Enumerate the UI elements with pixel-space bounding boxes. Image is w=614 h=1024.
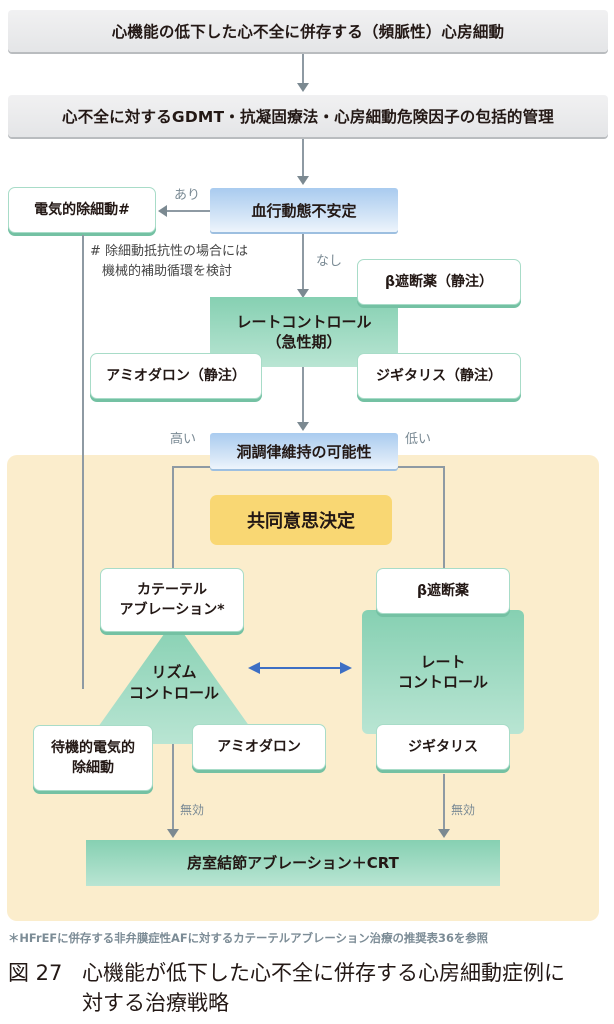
connector-line bbox=[302, 234, 304, 290]
cardioversion-note: # 除細動抵抗性の場合には 機械的補助循環を検討 bbox=[90, 242, 248, 282]
catheter-ablation-line1: カテーテル bbox=[136, 581, 207, 598]
standby-cardioversion-box: 待機的電気的 除細動 bbox=[33, 725, 153, 791]
rhythm-control-label: リズム コントロール bbox=[104, 662, 244, 704]
sinus-rhythm-likelihood-box: 洞調律維持の可能性 bbox=[210, 433, 398, 469]
cardioversion-note-line1: # 除細動抵抗性の場合には bbox=[90, 244, 249, 259]
label-no: なし bbox=[316, 254, 343, 269]
av-node-ablation-text: 房室結節アブレーション＋CRT bbox=[187, 853, 399, 872]
connector-line bbox=[302, 367, 304, 423]
triangle-shape bbox=[86, 620, 262, 744]
connector-line bbox=[443, 466, 445, 570]
footnote: ＊HFrEFに併存する非弁膜症性AFに対するカテーテルアブレーション治療の推奨表… bbox=[8, 931, 489, 945]
standby-cardioversion-line1: 待機的電気的 bbox=[51, 739, 135, 756]
arrow-left-icon bbox=[158, 205, 167, 217]
label-high: 高い bbox=[170, 432, 197, 447]
connector-line bbox=[398, 466, 444, 468]
connector-line bbox=[172, 744, 174, 832]
af-with-hfref-box: 心機能の低下した心不全に併存する（頻脈性）心房細動 bbox=[8, 10, 608, 52]
beta-blocker-text: β遮断薬 bbox=[416, 582, 470, 599]
acute-rate-control-line2: （急性期） bbox=[266, 333, 342, 351]
cardioversion-note-line2: 機械的補助循環を検討 bbox=[102, 264, 233, 280]
amiodarone-iv-box: アミオダロン（静注） bbox=[90, 353, 262, 399]
label-yes: あり bbox=[174, 188, 201, 203]
beta-blocker-box: β遮断薬 bbox=[376, 568, 510, 614]
digitalis-iv-text: ジギタリス（静注） bbox=[376, 367, 502, 384]
rate-control-line2: コントロール bbox=[397, 673, 488, 691]
shared-decision-text: 共同意思決定 bbox=[247, 511, 355, 532]
arrow-down-icon bbox=[167, 829, 179, 838]
cardioversion-text: 電気的除細動# bbox=[34, 201, 130, 218]
arrow-down-icon bbox=[438, 829, 450, 838]
label-ineffective-right: 無効 bbox=[451, 803, 476, 817]
catheter-ablation-box: カテーテル アブレーション* bbox=[100, 568, 244, 632]
digitalis-iv-box: ジギタリス（静注） bbox=[357, 353, 521, 399]
rhythm-control-line1: リズム bbox=[151, 663, 197, 681]
arrow-down-icon bbox=[297, 422, 309, 431]
arrow-down-icon bbox=[297, 176, 309, 185]
amiodarone-text: アミオダロン bbox=[217, 738, 301, 755]
sinus-rhythm-likelihood-text: 洞調律維持の可能性 bbox=[236, 442, 372, 461]
connector-line bbox=[302, 139, 304, 177]
label-low: 低い bbox=[405, 432, 432, 447]
digitalis-box: ジギタリス bbox=[376, 724, 510, 770]
connector-line bbox=[82, 455, 84, 689]
beta-blocker-iv-text: β遮断薬（静注） bbox=[384, 273, 494, 290]
connector-line bbox=[166, 210, 210, 212]
av-node-ablation-box: 房室結節アブレーション＋CRT bbox=[86, 840, 500, 886]
hemodynamic-instability-text: 血行動態不安定 bbox=[251, 201, 357, 220]
arrow-head-left bbox=[248, 662, 260, 674]
amiodarone-iv-text: アミオダロン（静注） bbox=[106, 367, 246, 384]
acute-rate-control-line1: レートコントロール bbox=[236, 312, 372, 331]
digitalis-text: ジギタリス bbox=[408, 738, 478, 755]
rhythm-control-triangle bbox=[86, 620, 262, 744]
figure-number: 図 27 bbox=[8, 961, 63, 985]
connector-line bbox=[172, 466, 174, 570]
rate-control-box: レート コントロール bbox=[362, 610, 524, 734]
beta-blocker-iv-box: β遮断薬（静注） bbox=[357, 259, 521, 305]
shared-decision-box: 共同意思決定 bbox=[210, 495, 392, 545]
label-ineffective-left: 無効 bbox=[180, 803, 205, 817]
standby-cardioversion-line2: 除細動 bbox=[72, 760, 114, 776]
connector-line bbox=[172, 466, 210, 468]
caption-line1: 心機能が低下した心不全に併存する心房細動症例に bbox=[82, 961, 565, 985]
rate-control-line1: レート bbox=[420, 652, 466, 671]
double-arrow-icon bbox=[248, 662, 352, 674]
connector-line bbox=[443, 774, 445, 832]
cardioversion-box: 電気的除細動# bbox=[8, 187, 156, 233]
comprehensive-management-box: 心不全に対するGDMT・抗凝固療法・心房細動危険因子の包括的管理 bbox=[8, 95, 608, 137]
figure-caption: 図 27 心機能が低下した心不全に併存する心房細動症例に 対する治療戦略 bbox=[8, 958, 565, 1019]
hemodynamic-instability-box: 血行動態不安定 bbox=[210, 188, 398, 232]
arrow-down-icon bbox=[297, 289, 309, 298]
arrow-head-right bbox=[340, 662, 352, 674]
caption-line2: 対する治療戦略 bbox=[82, 991, 229, 1016]
comprehensive-management-text: 心不全に対するGDMT・抗凝固療法・心房細動危険因子の包括的管理 bbox=[62, 108, 554, 126]
af-with-hfref-text: 心機能の低下した心不全に併存する（頻脈性）心房細動 bbox=[111, 23, 505, 41]
arrow-down-icon bbox=[297, 83, 309, 92]
amiodarone-box: アミオダロン bbox=[192, 724, 326, 770]
connector-line bbox=[302, 54, 304, 84]
rhythm-control-line2: コントロール bbox=[128, 684, 219, 702]
catheter-ablation-line2: アブレーション* bbox=[119, 602, 225, 618]
